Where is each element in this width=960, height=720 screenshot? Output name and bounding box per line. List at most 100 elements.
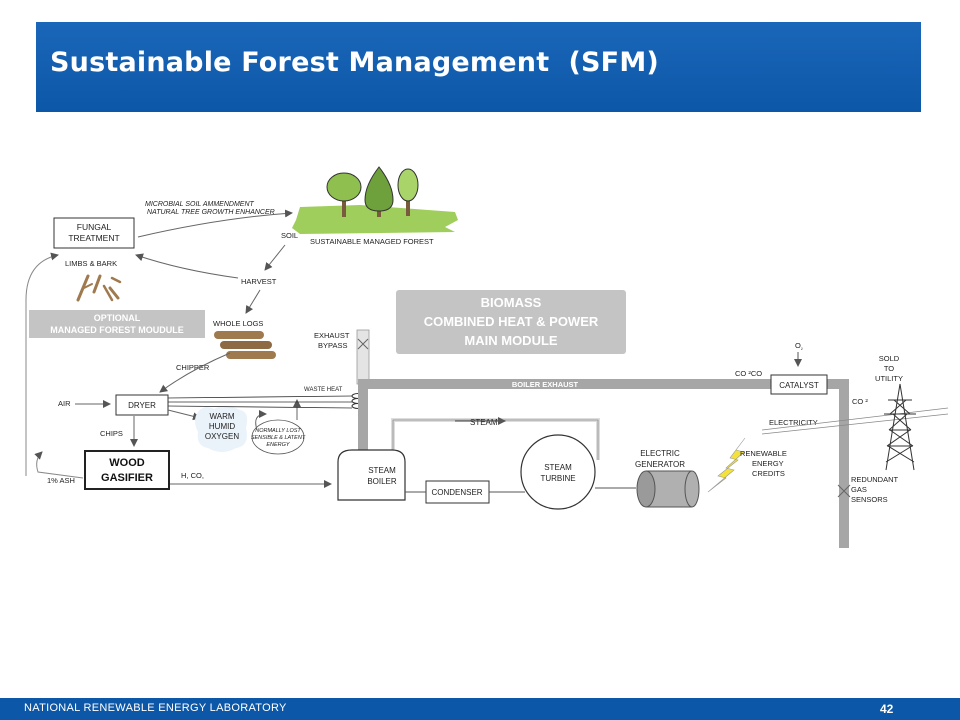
waste-heat-line-1 bbox=[167, 395, 353, 399]
redundant-label-3: SENSORS bbox=[851, 495, 888, 504]
steam-boiler-label-2: BOILER bbox=[367, 477, 397, 486]
steam-turbine-label-2: TURBINE bbox=[540, 474, 575, 483]
forest-grass bbox=[292, 205, 458, 234]
redundant-label-2: GAS bbox=[851, 485, 867, 494]
warm-oxygen-cloud bbox=[195, 405, 248, 452]
forest-label: SUSTAINABLE MANAGED FOREST bbox=[310, 237, 434, 246]
steam-pipe-edge bbox=[392, 419, 599, 460]
steam-turbine-circle bbox=[520, 434, 596, 510]
gas-sensor-valve-icon bbox=[837, 484, 851, 498]
air-label: AIR bbox=[58, 399, 71, 408]
steam-label: STEAM bbox=[470, 418, 498, 427]
wood-gasifier-box bbox=[84, 450, 170, 490]
tree-trunk-1 bbox=[342, 195, 346, 217]
steam-boiler-shape bbox=[337, 449, 406, 501]
slide-title: Sustainable Forest Management (SFM) bbox=[50, 47, 659, 78]
generator-label-2: GENERATOR bbox=[635, 460, 685, 469]
lost-energy-ellipse bbox=[251, 419, 305, 455]
microbial-label-2: NATURAL TREE GROWTH ENHANCER bbox=[147, 209, 275, 216]
ash-arrow bbox=[34, 451, 84, 479]
tree-canopy-1 bbox=[326, 172, 362, 202]
limbs-label: LIMBS & BARK bbox=[65, 259, 117, 268]
dryer-box bbox=[115, 394, 169, 416]
steam-boiler-label-1: STEAM bbox=[368, 466, 396, 475]
warm-label-1: WARM bbox=[209, 412, 234, 421]
waste-heat-line-3 bbox=[167, 405, 353, 409]
optional-label-1: OPTIONAL bbox=[94, 313, 141, 323]
co2-label: CO ² bbox=[852, 397, 868, 406]
biomass-label-3: MAIN MODULE bbox=[464, 333, 557, 348]
chips-label: CHIPS bbox=[100, 429, 123, 438]
o2-subscript: ² bbox=[801, 347, 803, 353]
catalyst-label: CATALYST bbox=[779, 381, 819, 390]
chipper-arrow bbox=[159, 352, 231, 393]
catalyst-box bbox=[770, 374, 828, 395]
o2-label: O bbox=[795, 341, 801, 350]
sold-label-3: UTILITY bbox=[875, 374, 903, 383]
microbial-label-1: MICROBIAL SOIL AMMENDMENT bbox=[145, 201, 255, 208]
power-line-2 bbox=[761, 413, 949, 435]
boiler-exhaust-pipe bbox=[358, 379, 849, 548]
fungal-label-1: FUNGAL bbox=[77, 222, 112, 232]
gas-label: H, CO, bbox=[181, 471, 204, 480]
lost-energy-curl-arrow bbox=[255, 410, 267, 431]
wood-gasifier-label-2: GASIFIER bbox=[101, 472, 153, 484]
exhaust-bypass-stack bbox=[356, 329, 370, 385]
exhaust-bypass-label-1: EXHAUST bbox=[314, 331, 350, 340]
dryer-to-oxygen-arrow bbox=[167, 409, 201, 421]
ash-label: 1% ASH bbox=[47, 476, 75, 485]
warm-label-3: OXYGEN bbox=[205, 432, 239, 441]
warm-label-2: HUMID bbox=[209, 422, 235, 431]
sold-label-2: TO bbox=[884, 364, 894, 373]
biomass-module-box bbox=[396, 290, 626, 354]
lost-label-3: ENERGY bbox=[266, 442, 290, 448]
whole-logs-illustration bbox=[214, 331, 276, 359]
wood-gasifier-label-1: WOOD bbox=[109, 457, 144, 469]
biomass-label-1: BIOMASS bbox=[481, 295, 542, 310]
tree-trunk-3 bbox=[406, 198, 410, 216]
condenser-label: CONDENSER bbox=[431, 488, 482, 497]
soil-label: SOIL bbox=[281, 231, 298, 240]
whole-logs-label: WHOLE LOGS bbox=[213, 319, 263, 328]
biomass-label-2: COMBINED HEAT & POWER bbox=[424, 314, 599, 329]
transmission-tower-icon bbox=[884, 383, 916, 471]
waste-heat-label: WASTE HEAT bbox=[304, 387, 343, 393]
optional-module-banner bbox=[29, 310, 205, 338]
optional-label-2: MANAGED FOREST MOUDULE bbox=[50, 325, 184, 335]
title-bar: Sustainable Forest Management (SFM) bbox=[36, 22, 921, 112]
limbs-bark-illustration bbox=[76, 274, 122, 302]
tree-canopy-3 bbox=[397, 168, 419, 202]
fungal-treatment-box bbox=[53, 217, 135, 249]
power-line-1 bbox=[761, 407, 949, 431]
footer-bar: NATIONAL RENEWABLE ENERGY LABORATORY 42 bbox=[0, 698, 960, 720]
rec-label-3: CREDITS bbox=[752, 469, 785, 478]
co2co-label: CO ²CO bbox=[735, 369, 762, 378]
arrow-to-forest bbox=[137, 209, 293, 238]
steam-turbine-label-1: STEAM bbox=[544, 463, 572, 472]
lightning-bolt-icon bbox=[707, 437, 746, 493]
generator-label-1: ELECTRIC bbox=[640, 449, 680, 458]
dryer-label: DRYER bbox=[128, 401, 156, 410]
rec-label-2: ENERGY bbox=[752, 459, 784, 468]
fungal-label-2: TREATMENT bbox=[68, 233, 119, 243]
harvest-to-limbs-arrow bbox=[135, 253, 239, 279]
rec-label-1: RENEWABLE bbox=[740, 449, 787, 458]
harvest-label: HARVEST bbox=[241, 277, 277, 286]
redundant-label-1: REDUNDANT bbox=[851, 475, 899, 484]
boiler-exhaust-label: BOILER EXHAUST bbox=[512, 380, 579, 389]
page-number: 42 bbox=[880, 702, 894, 716]
bypass-valve-icon bbox=[357, 338, 369, 350]
sold-label-1: SOLD bbox=[879, 354, 900, 363]
lost-label-1: NORMALLY LOST bbox=[255, 428, 301, 434]
harvest-to-logs-arrow bbox=[245, 289, 261, 314]
lost-label-2: SENSIBLE & LATENT bbox=[251, 435, 306, 441]
chipper-label: CHIPPER bbox=[176, 363, 210, 372]
footer-lab-name: NATIONAL RENEWABLE ENERGY LABORATORY bbox=[24, 702, 287, 714]
ash-return-arrow bbox=[25, 252, 59, 476]
tree-canopy-2 bbox=[364, 166, 394, 212]
exhaust-bypass-label-2: BYPASS bbox=[318, 341, 347, 350]
electricity-label: ELECTRICITY bbox=[769, 418, 818, 427]
electric-generator-cylinder bbox=[636, 470, 700, 508]
soil-to-harvest-arrow bbox=[264, 244, 286, 271]
